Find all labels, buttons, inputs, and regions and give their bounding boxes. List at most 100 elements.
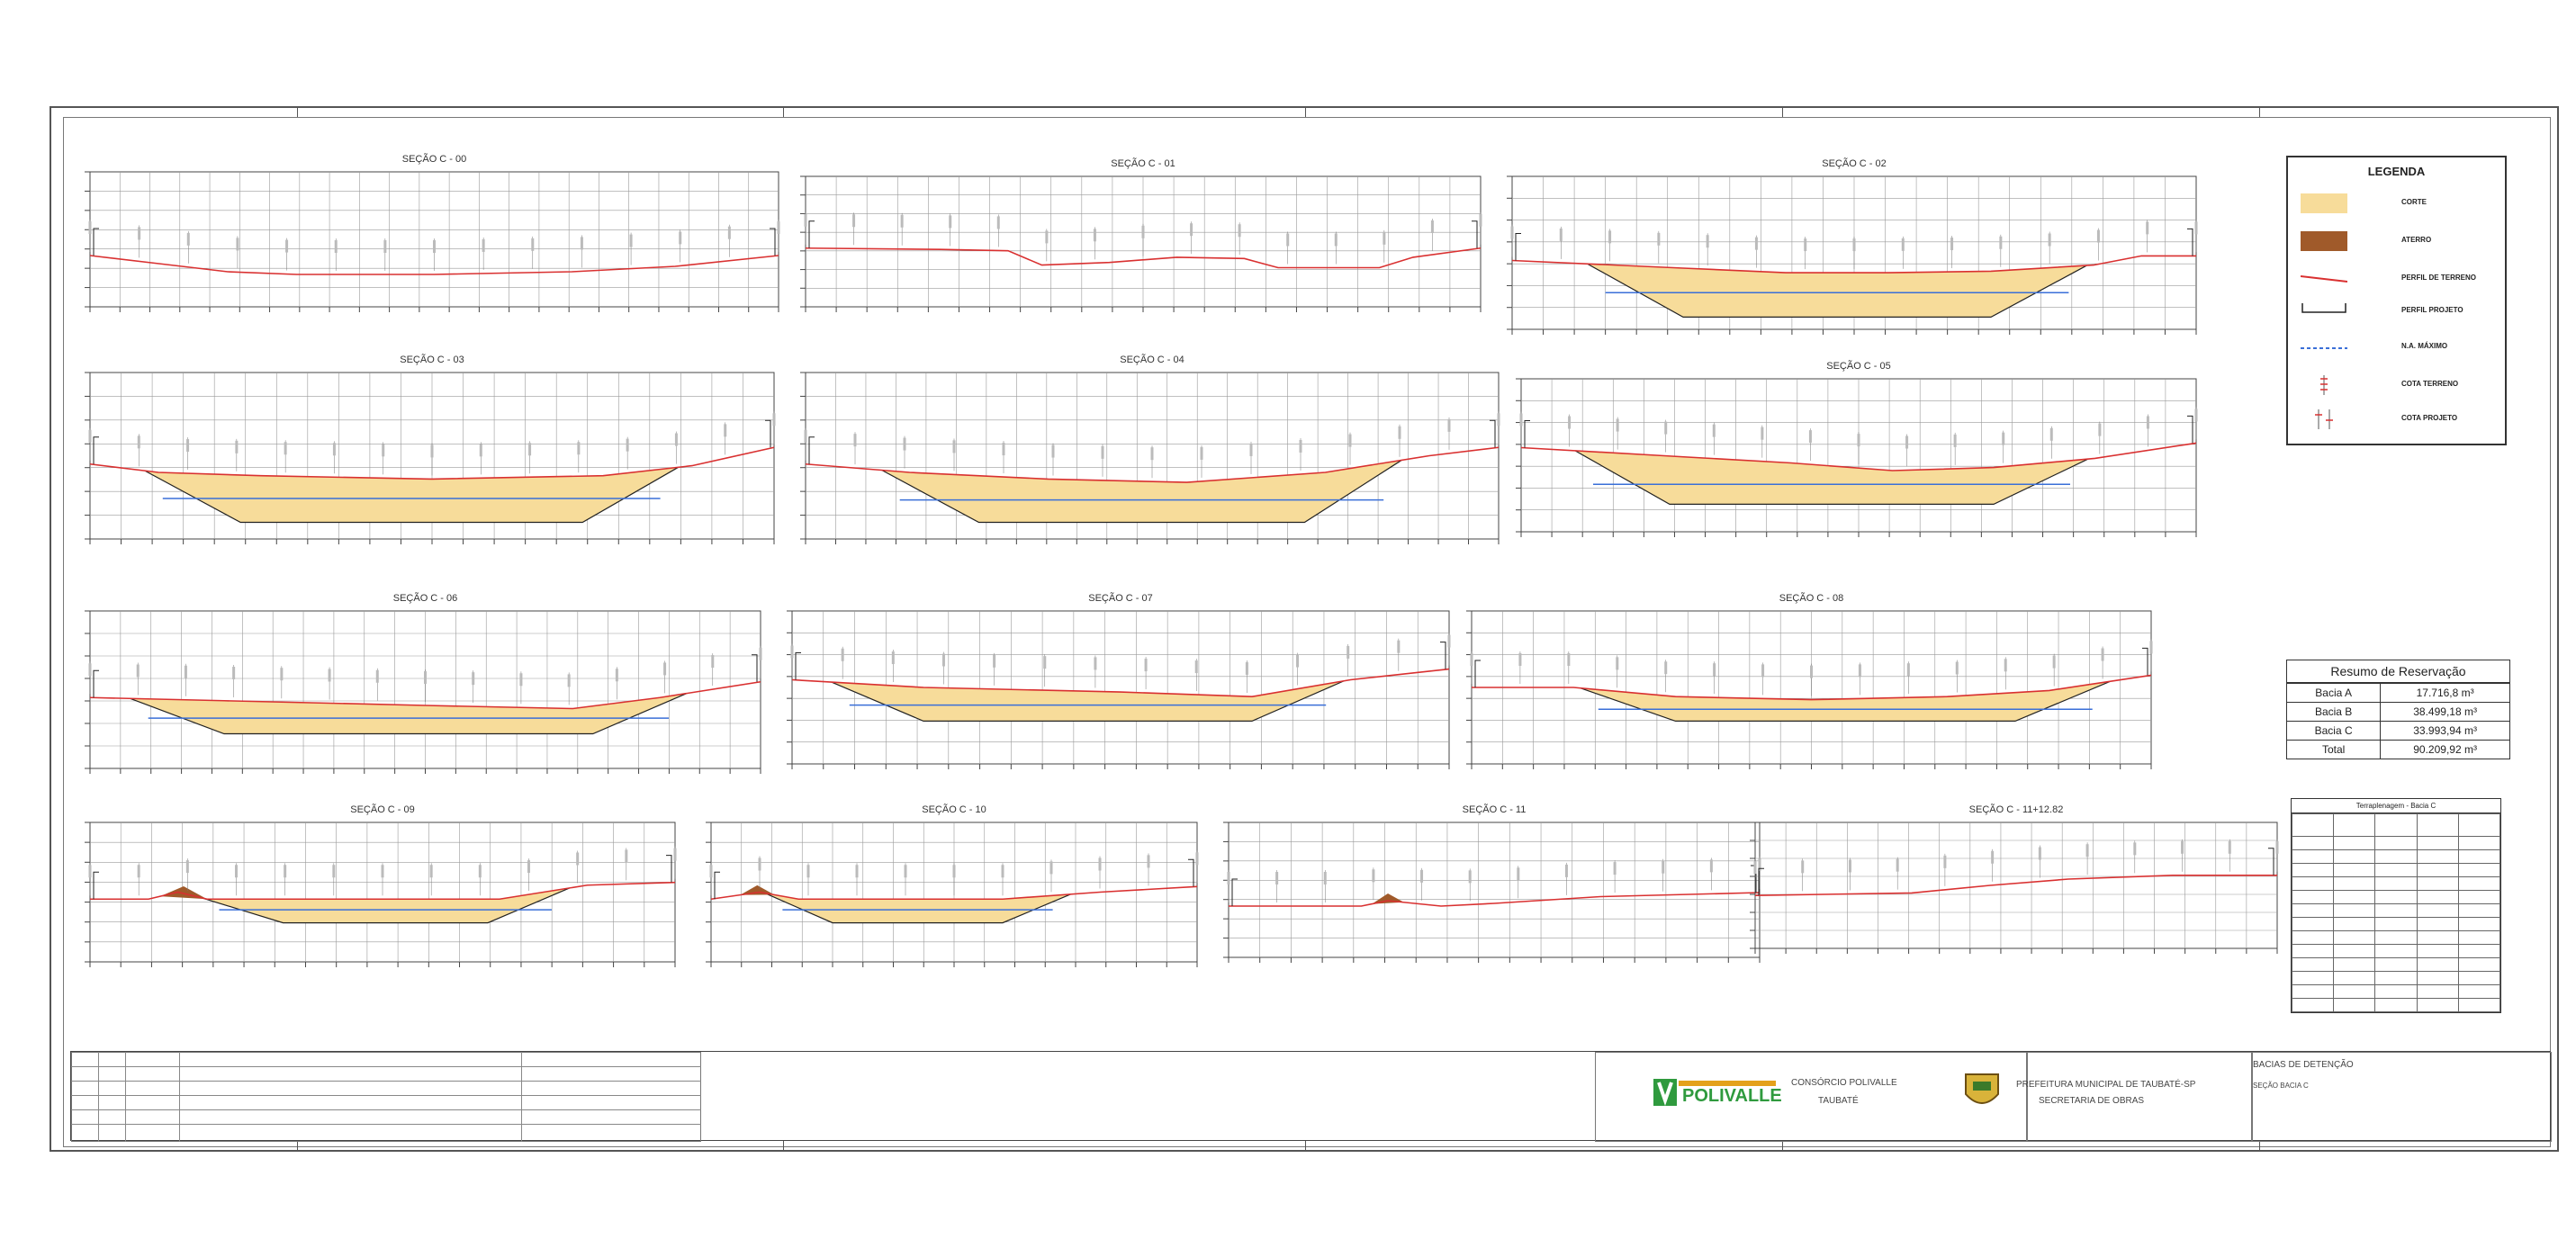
elevation-label-mark <box>1709 859 1713 873</box>
elevation-label-mark <box>1190 223 1193 237</box>
elevation-label-mark <box>1468 870 1472 884</box>
section-plot <box>1466 610 2153 769</box>
earthworks-cell <box>2333 971 2376 985</box>
elevation-label-mark <box>137 435 140 449</box>
end-wall <box>1440 642 1446 669</box>
elevation-label-mark <box>1497 413 1500 426</box>
elevation-label-mark <box>1200 446 1203 460</box>
elevation-label-mark <box>2004 659 2007 672</box>
section-title: SEÇÃO C - 08 <box>1779 593 1844 604</box>
plot-border <box>1754 822 2278 949</box>
elevation-label-mark <box>527 860 530 874</box>
project-profile <box>130 693 688 735</box>
elevation-label-mark <box>790 645 794 659</box>
section-plot <box>800 372 1500 544</box>
section-plot <box>85 610 762 774</box>
earthworks-cell <box>2333 836 2376 850</box>
earthworks-cell <box>2416 849 2459 864</box>
elevation-label-mark <box>332 443 336 456</box>
earthworks-cell <box>2416 917 2459 931</box>
legend-item-aterro: ATERRO <box>2301 231 2499 255</box>
elevation-label-mark <box>1238 224 1241 238</box>
elevation-label-mark <box>284 442 287 455</box>
earthworks-cell <box>2374 917 2418 931</box>
elevation-label-mark <box>580 237 583 250</box>
department-name: SECRETARIA DE OBRAS <box>2039 1096 2145 1106</box>
section-plot <box>1750 822 2279 954</box>
earthworks-cell <box>2457 971 2501 985</box>
elevation-label-mark <box>1447 418 1451 432</box>
earthworks-cell <box>2457 813 2501 837</box>
elevation-label-mark <box>1712 424 1716 437</box>
elevation-label-mark <box>711 655 715 669</box>
elevation-label-mark <box>1906 663 1910 677</box>
elevation-label-mark <box>433 240 436 253</box>
earthworks-cell <box>2333 917 2376 931</box>
earthworks-cell <box>2333 903 2376 918</box>
section-title: SEÇÃO C - 02 <box>1822 158 1887 169</box>
elevation-label-mark <box>136 664 140 678</box>
elevation-label-mark <box>2149 641 2153 654</box>
elevation-label-mark <box>88 429 92 443</box>
end-wall <box>795 652 801 680</box>
elevation-label-mark <box>1045 230 1049 244</box>
elevation-label-mark <box>1479 213 1482 227</box>
earthworks-cell <box>2374 984 2418 999</box>
elevation-label-mark <box>232 667 236 679</box>
cross-section-s12: SEÇÃO C - 11+12.82 <box>1750 804 2279 966</box>
elevation-label-mark <box>1858 664 1861 678</box>
stamp-municipality <box>2027 1052 2252 1142</box>
elevation-label-mark <box>1662 860 1665 874</box>
end-wall <box>765 419 771 448</box>
revision-column <box>125 1052 126 1142</box>
earthworks-row <box>2291 813 2501 837</box>
earthworks-cell <box>2416 903 2459 918</box>
stamp-companies <box>1595 1052 2027 1142</box>
elevation-label-mark <box>1953 434 1957 447</box>
elevation-label-mark <box>1275 872 1279 884</box>
elevation-label-mark <box>2049 427 2053 441</box>
earthworks-row <box>2291 876 2501 891</box>
elevation-label-mark <box>1999 236 2003 249</box>
cross-section-s07: SEÇÃO C - 07 <box>787 593 1451 782</box>
summary-label: Bacia A <box>2287 683 2382 703</box>
elevation-label-mark <box>904 865 907 878</box>
elevation-label-mark <box>759 647 762 660</box>
elevation-label-mark <box>758 857 761 871</box>
end-wall <box>1188 858 1194 887</box>
summary-label: Total <box>2287 740 2382 759</box>
earthworks-cell <box>2457 984 2501 999</box>
elevation-label-mark <box>430 444 434 458</box>
elevation-label-mark <box>1347 645 1350 659</box>
earthworks-cell <box>2333 930 2376 945</box>
frame-tick <box>297 1141 298 1152</box>
legend-item-na: N.A. MÁXIMO <box>2301 337 2499 361</box>
elevation-label-mark <box>1901 238 1905 251</box>
end-wall <box>714 871 720 900</box>
section-title: SEÇÃO C - 07 <box>1088 593 1153 604</box>
earthworks-cell <box>2457 998 2501 1012</box>
earthworks-cell <box>2416 876 2459 891</box>
elevation-label-mark <box>2048 233 2051 247</box>
end-wall <box>1515 233 1521 261</box>
earthworks-cell <box>2416 998 2459 1012</box>
terrain-profile <box>805 247 1482 269</box>
elevation-label-mark <box>1613 862 1617 875</box>
earthworks-cell <box>2457 930 2501 945</box>
earthworks-cell <box>2457 890 2501 904</box>
earthworks-grid <box>2291 813 2501 1012</box>
section-plot <box>800 175 1482 312</box>
elevation-label-mark <box>1567 653 1571 666</box>
section-title: SEÇÃO C - 00 <box>401 154 467 165</box>
elevation-label-mark <box>235 865 238 878</box>
elevation-label-mark <box>1517 867 1520 881</box>
cross-section-s09: SEÇÃO C - 09 <box>85 804 677 980</box>
elevation-label-mark <box>186 232 190 246</box>
end-wall <box>93 436 99 464</box>
elevation-label-mark <box>1754 237 1758 250</box>
end-wall <box>752 654 758 682</box>
earthworks-cell <box>2374 930 2418 945</box>
summary-label: Bacia C <box>2287 721 2382 741</box>
legend-label: PERFIL DE TERRENO <box>2401 274 2476 282</box>
